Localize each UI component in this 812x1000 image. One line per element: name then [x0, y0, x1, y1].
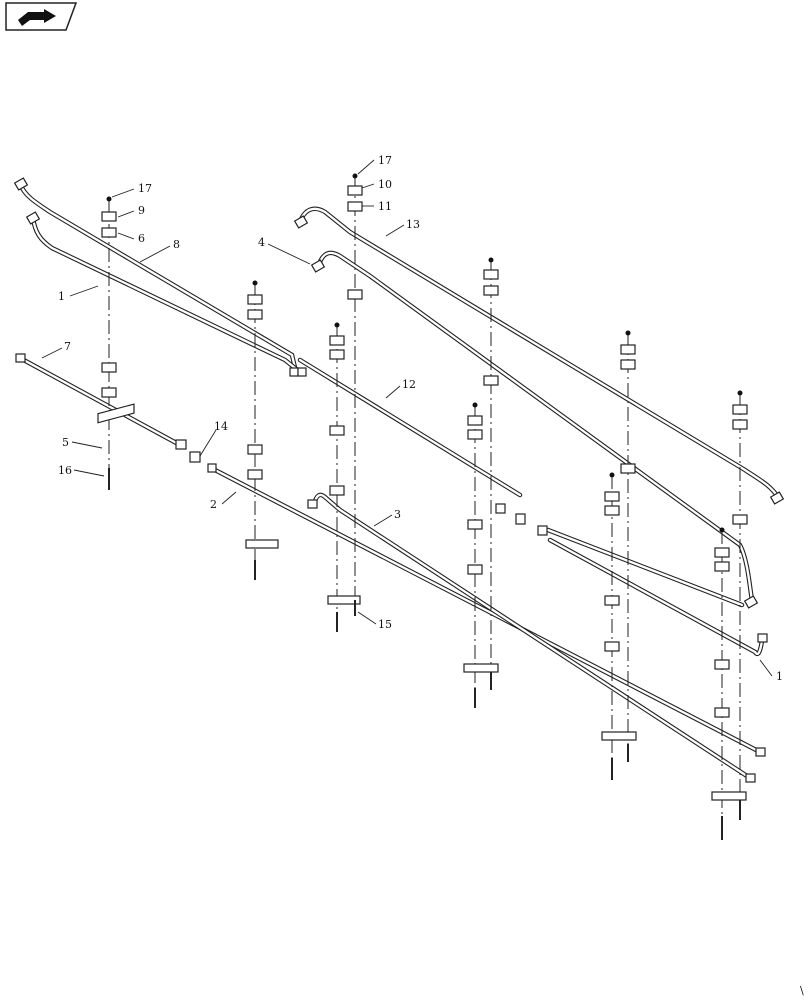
callout-14: 14: [214, 420, 228, 433]
centerlines: [108, 178, 741, 835]
callout-1: 1: [776, 670, 783, 683]
tube-fittings: [13, 177, 785, 783]
callout-11: 11: [378, 200, 392, 213]
tube-2: [212, 467, 763, 755]
tube-3: [311, 492, 753, 781]
callout-9: 9: [138, 204, 145, 217]
callout-13: 13: [406, 218, 420, 231]
tube-1-right: [547, 537, 765, 657]
tube-7: [17, 355, 183, 448]
callout-8: 8: [173, 238, 180, 251]
corner-mark: \: [800, 984, 804, 997]
callout-4: 4: [258, 236, 265, 249]
callout-5: 5: [62, 436, 69, 449]
clamp-blocks: [101, 185, 748, 718]
leader-lines: [41, 159, 773, 677]
callout-6: 6: [138, 232, 145, 245]
tube-1-left: [30, 215, 303, 375]
callout-17: 17: [378, 154, 392, 167]
nut-dots: [106, 173, 743, 533]
callout-7: 7: [64, 340, 71, 353]
callout-17: 17: [138, 182, 152, 195]
tube-4: [315, 250, 755, 603]
tube-12: [297, 357, 745, 608]
callout-10: 10: [378, 178, 392, 191]
mounting-plates: [97, 403, 747, 801]
callout-16: 16: [58, 464, 72, 477]
book-arrow-icon[interactable]: [5, 2, 78, 31]
bolts: [108, 468, 741, 840]
callout-2: 2: [210, 498, 217, 511]
callout-labels: 17 9 6 8 1 7 5 16 14 2 17 10 11 13 4 12 …: [58, 154, 783, 683]
callout-12: 12: [402, 378, 416, 391]
callout-15: 15: [378, 618, 392, 631]
callout-1: 1: [58, 290, 65, 303]
tube-13: [297, 206, 781, 500]
callout-3: 3: [394, 508, 401, 521]
